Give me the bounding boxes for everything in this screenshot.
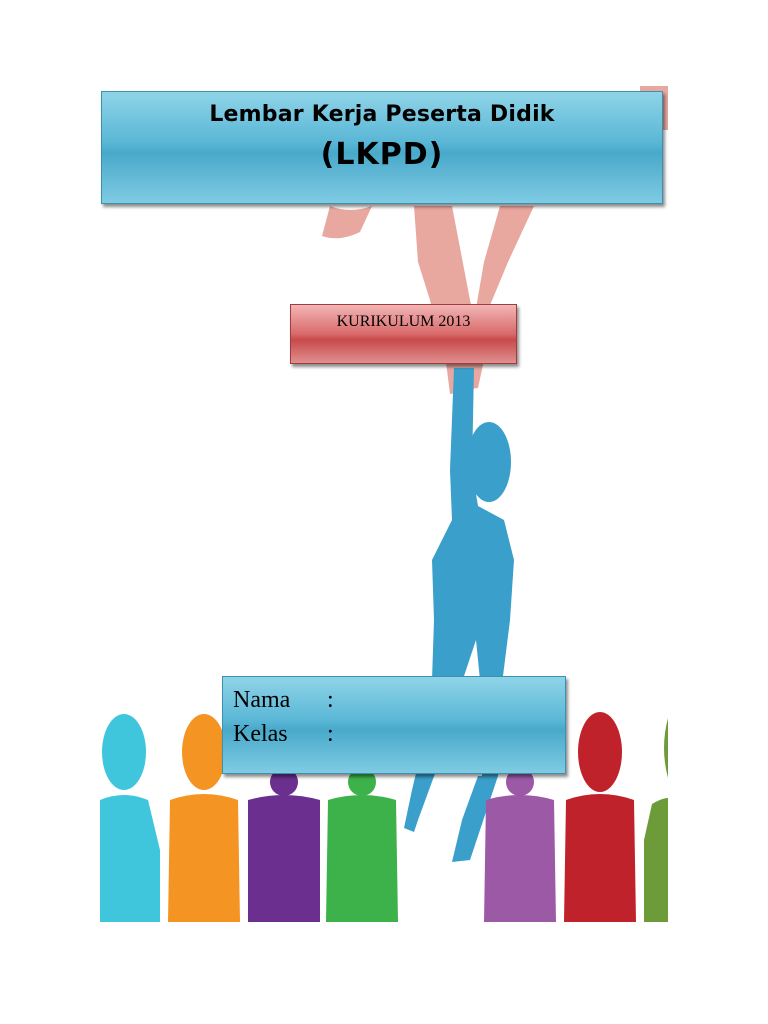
document-abbreviation: (LKPD)	[320, 137, 444, 172]
climbing-figure-graphic	[404, 368, 514, 862]
name-separator: :	[327, 687, 334, 713]
student-info-box: Nama : Kelas :	[222, 676, 566, 774]
name-label: Nama	[233, 687, 291, 713]
class-row: Kelas :	[233, 717, 565, 751]
person-figure	[248, 768, 320, 922]
title-box: Lembar Kerja Peserta Didik (LKPD)	[101, 91, 663, 204]
person-figure	[644, 718, 668, 922]
person-figure	[484, 768, 556, 922]
curriculum-label: KURIKULUM 2013	[336, 313, 471, 330]
name-row: Nama :	[233, 683, 565, 717]
class-label: Kelas	[233, 721, 288, 747]
curriculum-badge: KURIKULUM 2013	[290, 304, 517, 364]
person-figure	[168, 714, 240, 922]
document-title: Lembar Kerja Peserta Didik	[209, 102, 555, 127]
class-separator: :	[327, 721, 334, 747]
people-row-graphic	[100, 712, 668, 922]
person-figure	[326, 768, 398, 922]
person-figure	[564, 712, 636, 922]
person-figure	[100, 714, 160, 922]
